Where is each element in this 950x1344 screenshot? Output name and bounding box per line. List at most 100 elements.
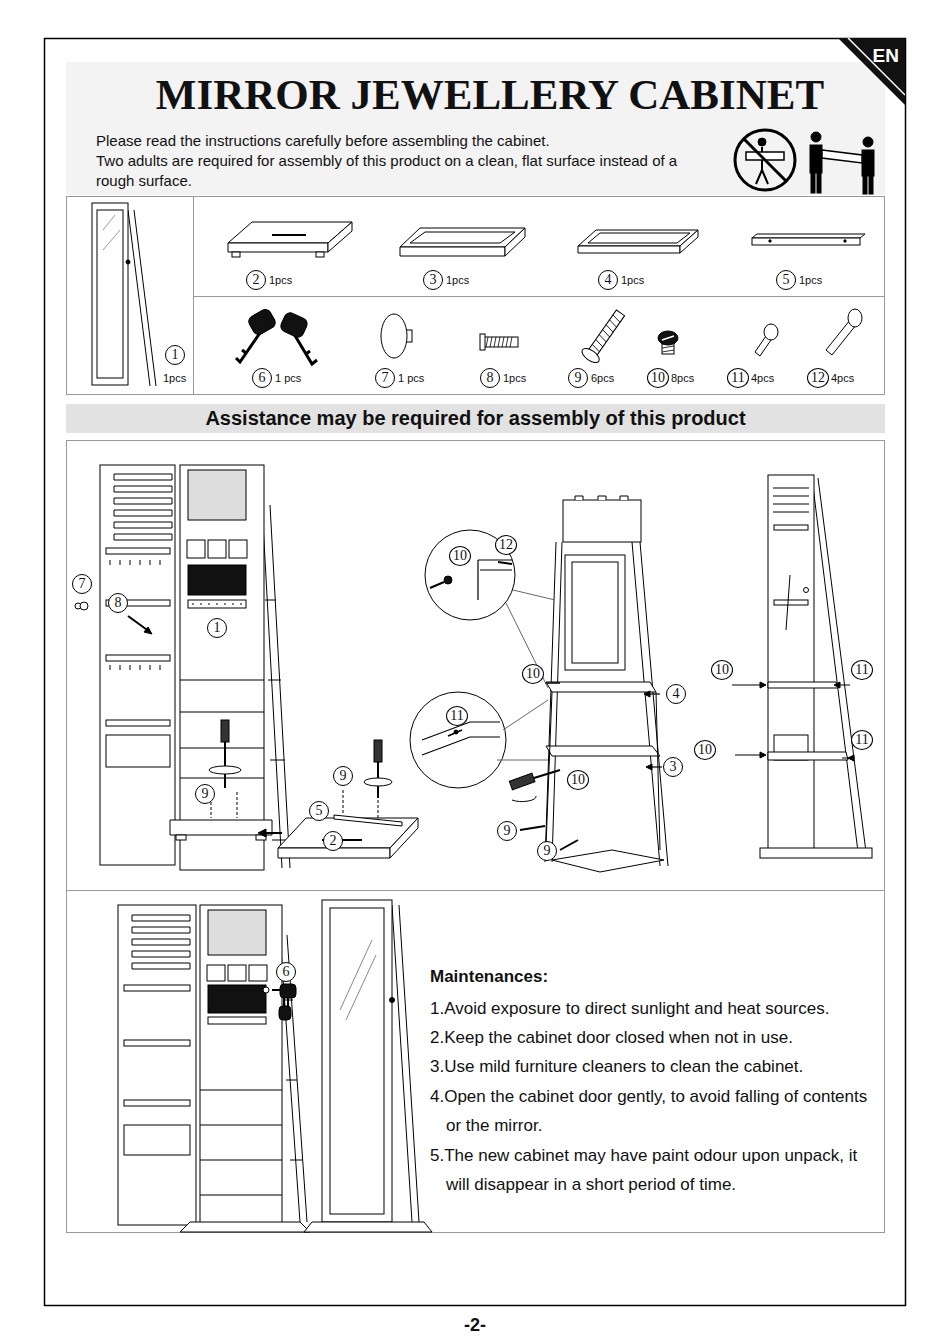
final-closed-cabinet xyxy=(304,1222,432,1232)
final-open-cabinet xyxy=(207,965,225,981)
two-persons-allowed xyxy=(862,150,874,176)
tab-stripe xyxy=(848,38,905,95)
final-open-cabinet xyxy=(124,1125,190,1155)
step-two-figure xyxy=(546,682,656,692)
step-one-figure xyxy=(110,560,160,670)
callout-number: 4 xyxy=(666,684,686,704)
callout-number: 10 xyxy=(694,740,716,760)
parts-table xyxy=(67,197,885,395)
base-plate-part xyxy=(328,222,352,252)
step-three-figure xyxy=(834,682,854,761)
step-three-figure xyxy=(804,588,809,593)
step-two-figure xyxy=(644,691,650,697)
callout-text: 4 xyxy=(673,685,680,703)
callout-number: 5 xyxy=(309,801,329,821)
part-quantity: 1pcs xyxy=(621,273,644,287)
part-quantity: 4pcs xyxy=(751,371,774,385)
key-in-lock xyxy=(263,984,296,1020)
intro-note: Two adults are required for assembly of … xyxy=(96,151,696,191)
two-persons-allowed xyxy=(822,150,862,163)
long-screw-part xyxy=(591,315,621,352)
final-open-cabinet xyxy=(200,1090,282,1195)
bar-part xyxy=(752,234,865,245)
part-quantity: 4pcs xyxy=(831,371,854,385)
callout-number: 8 xyxy=(480,368,500,388)
callout-text: 3 xyxy=(430,271,437,289)
step-three-figure xyxy=(774,600,808,605)
step-two-figure xyxy=(430,582,444,588)
part-quantity: 1pcs xyxy=(503,371,526,385)
key-in-lock xyxy=(272,989,280,991)
final-open-cabinet xyxy=(200,905,282,1225)
two-persons-allowed xyxy=(817,173,821,193)
key-in-lock xyxy=(279,1006,291,1020)
cabinet-part xyxy=(103,215,120,250)
step-two-figure xyxy=(565,555,625,670)
notice-text: Assistance may be required for assembly … xyxy=(205,407,745,429)
final-closed-cabinet xyxy=(340,940,376,1020)
callout-text: 2 xyxy=(330,832,337,850)
step-one-figure xyxy=(106,548,170,554)
steps-panel xyxy=(66,441,885,1233)
part-quantity: 6pcs xyxy=(591,371,614,385)
step-one-figure xyxy=(364,778,392,786)
step-one-figure xyxy=(208,540,226,558)
two-persons-allowed xyxy=(869,176,873,194)
one-person-prohibited xyxy=(744,139,786,181)
callout-text: 10 xyxy=(715,661,729,679)
part-drawings xyxy=(92,203,865,386)
callout-number: 12 xyxy=(807,368,829,388)
bar-part xyxy=(844,240,846,242)
callout-text: 7 xyxy=(382,369,389,387)
short-screw-part xyxy=(480,334,518,350)
lower-shelf-part xyxy=(400,228,525,256)
step-one-figure xyxy=(192,604,242,605)
callout-number: 11 xyxy=(446,706,468,726)
final-open-cabinet xyxy=(208,910,266,955)
two-persons-allowed xyxy=(863,137,873,147)
language-tab: EN xyxy=(838,38,905,105)
callout-number: 12 xyxy=(495,535,517,555)
step-two-figure xyxy=(572,562,618,663)
step-two-figure xyxy=(425,530,515,620)
final-closed-cabinet xyxy=(390,998,395,1003)
step-three-figure xyxy=(768,752,848,760)
callout-text: 12 xyxy=(499,536,513,554)
callout-number: 9 xyxy=(195,784,215,804)
final-closed-cabinet xyxy=(392,905,419,1222)
callout-text: 7 xyxy=(79,575,86,593)
final-open-cabinet xyxy=(208,985,266,1013)
callout-number: 3 xyxy=(423,270,443,290)
parts-table xyxy=(67,196,886,395)
base-plate-part xyxy=(272,234,306,236)
step-three-figure xyxy=(786,575,790,630)
two-persons-allowed xyxy=(811,173,815,193)
screwdriver xyxy=(512,796,536,802)
callout-number: 9 xyxy=(537,841,557,861)
step-one-figure xyxy=(258,829,266,837)
upper-shelf-part xyxy=(578,230,698,246)
final-open-cabinet xyxy=(124,1040,190,1046)
part-quantity: 1 pcs xyxy=(275,371,301,385)
page-number: -2- xyxy=(435,1314,515,1336)
bar-part xyxy=(769,240,771,242)
maintenance-item: 5.The new cabinet may have paint odour u… xyxy=(430,1141,885,1199)
step-one-figure xyxy=(188,470,246,520)
step-one-figure xyxy=(180,680,264,778)
callout-number: 4 xyxy=(598,270,618,290)
final-open-cabinet xyxy=(124,985,190,991)
step-two-figure xyxy=(632,542,668,866)
callout-text: 9 xyxy=(544,842,551,860)
callout-text: 3 xyxy=(670,758,677,776)
callout-text: 9 xyxy=(340,767,347,785)
callout-text: 10 xyxy=(453,547,467,565)
final-open-cabinet xyxy=(118,905,196,1225)
callout-number: 8 xyxy=(108,593,128,613)
callout-number: 10 xyxy=(522,664,544,684)
callout-text: 12 xyxy=(811,369,825,387)
step-three-figure xyxy=(773,488,809,512)
steps-panel xyxy=(66,890,885,891)
parts-table xyxy=(193,296,885,297)
small-screw-part xyxy=(662,336,674,340)
